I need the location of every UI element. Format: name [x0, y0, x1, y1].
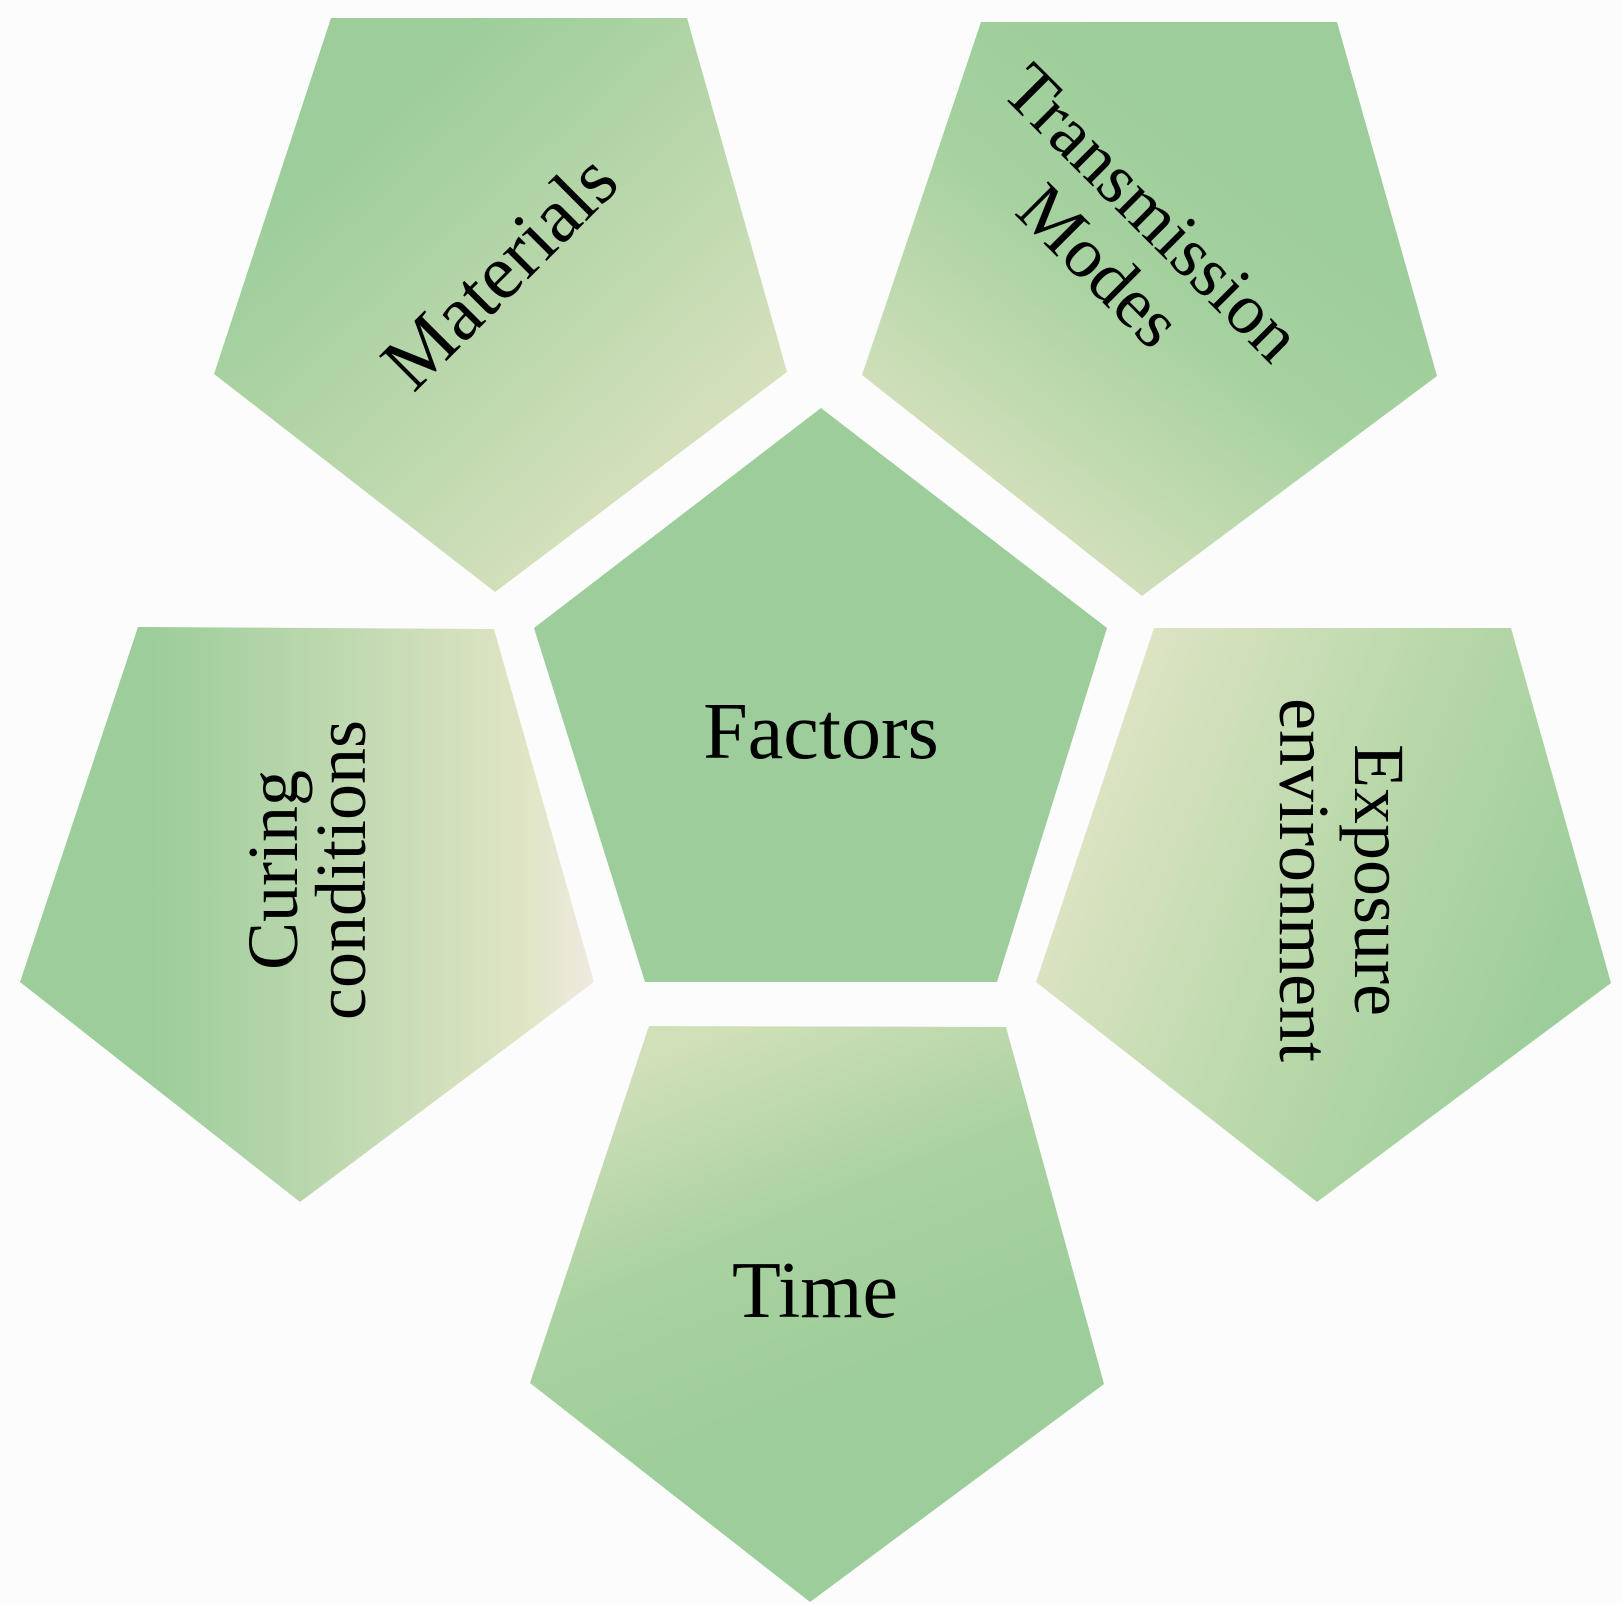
petal-materials: Materials — [214, 18, 787, 592]
petal-exposure-environment: Exposure environment — [1036, 628, 1611, 1202]
petal-transmission-modes: Transmission Modes — [862, 22, 1437, 596]
center-label: Factors — [703, 688, 939, 776]
center-pentagon — [534, 408, 1107, 982]
petal-exposure-line2: environment — [1264, 698, 1344, 1062]
petal-curing-line1: Curing — [233, 770, 313, 970]
petal-materials-shape — [214, 18, 787, 592]
petal-exposure-line1: Exposure — [1339, 744, 1419, 1016]
petal-time-shape — [530, 1026, 1104, 1602]
petal-curing-shape — [20, 627, 594, 1202]
petal-transmission-shape — [862, 22, 1437, 596]
petal-time: Time — [530, 1026, 1104, 1602]
petal-curing-conditions: Curing conditions — [20, 627, 594, 1202]
petal-exposure-shape — [1036, 628, 1611, 1202]
petal-curing-line2: conditions — [301, 720, 381, 1020]
petal-time-label: Time — [732, 1247, 898, 1335]
